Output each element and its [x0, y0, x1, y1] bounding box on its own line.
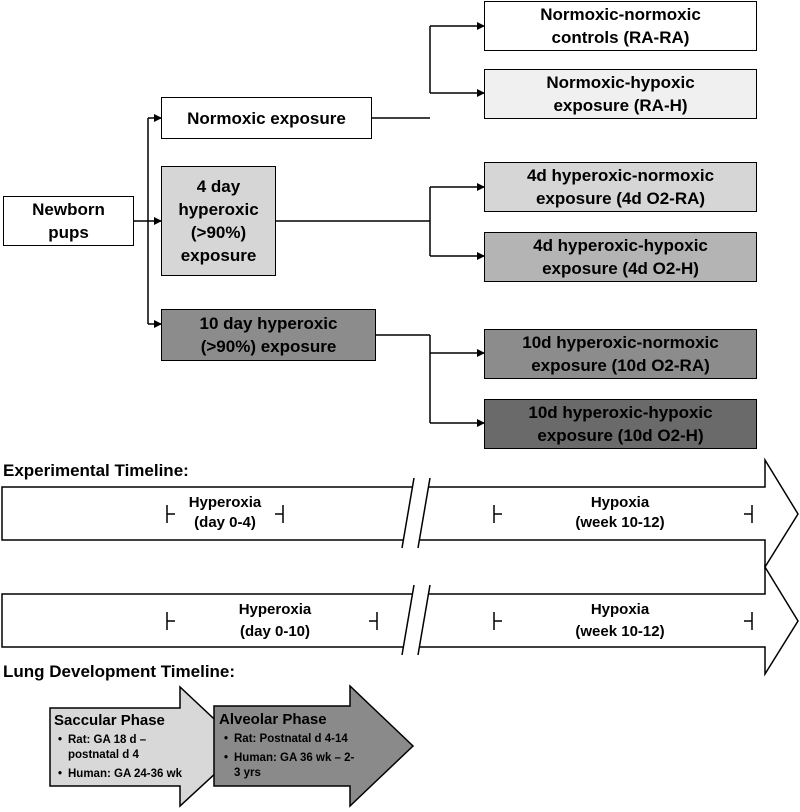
saccular-phase-title: Saccular Phase [54, 712, 165, 729]
o2-ra-4d-box: 4d hyperoxic-normoxic exposure (4d O2-RA… [484, 162, 757, 212]
o2-ra-10d-box: 10d hyperoxic-normoxic exposure (10d O2-… [484, 329, 757, 379]
timeline2-hyperoxia-label: Hyperoxia (day 0-10) [238, 601, 312, 640]
ra-ra-box: Normoxic-normoxic controls (RA-RA) [484, 1, 757, 51]
newborn-pups-box: Newborn pups [3, 196, 134, 246]
saccular-rat-item: Rat: GA 18 d – postnatal d 4 [58, 733, 218, 763]
normoxic-exposure-box: Normoxic exposure [161, 97, 372, 139]
o2-h-10d-box: 10d hyperoxic-hypoxic exposure (10d O2-H… [484, 399, 757, 449]
timeline1-hyperoxia-label: Hyperoxia (day 0-4) [188, 494, 262, 531]
timeline-arrow-1 [1, 457, 799, 570]
o2-h-10d-label: 10d hyperoxic-hypoxic exposure (10d O2-H… [528, 403, 713, 445]
hyperoxic-4d-label: 4 day hyperoxic (>90%) exposure [178, 177, 259, 265]
alveolar-phase-list: Rat: Postnatal d 4-14 Human: GA 36 wk – … [224, 732, 384, 785]
alveolar-human-item: Human: GA 36 wk – 2- 3 yrs [224, 751, 384, 781]
hyperoxic-4d-box: 4 day hyperoxic (>90%) exposure [161, 166, 276, 276]
timeline-arrow-2 [1, 564, 799, 677]
tree-connectors [134, 22, 485, 427]
newborn-pups-label: Newborn pups [32, 200, 105, 242]
o2-h-4d-label: 4d hyperoxic-hypoxic exposure (4d O2-H) [533, 236, 708, 278]
lung-development-title: Lung Development Timeline: [3, 662, 236, 681]
o2-h-4d-box: 4d hyperoxic-hypoxic exposure (4d O2-H) [484, 232, 757, 282]
timeline1-hypoxia-label: Hypoxia (week 10-12) [575, 494, 665, 531]
alveolar-rat-item: Rat: Postnatal d 4-14 [224, 732, 384, 747]
ra-ra-label: Normoxic-normoxic controls (RA-RA) [540, 5, 701, 47]
experimental-timeline-title: Experimental Timeline: [3, 461, 189, 480]
alveolar-phase-title: Alveolar Phase [219, 711, 327, 728]
o2-ra-4d-label: 4d hyperoxic-normoxic exposure (4d O2-RA… [526, 166, 715, 208]
normoxic-exposure-label: Normoxic exposure [187, 108, 346, 128]
saccular-human-item: Human: GA 24-36 wk [58, 767, 218, 782]
o2-ra-10d-label: 10d hyperoxic-normoxic exposure (10d O2-… [522, 333, 719, 375]
hyperoxic-10d-label: 10 day hyperoxic (>90%) exposure [199, 314, 338, 356]
timeline2-hypoxia-label: Hypoxia (week 10-12) [575, 601, 665, 640]
ra-h-label: Normoxic-hypoxic exposure (RA-H) [546, 73, 695, 115]
ra-h-box: Normoxic-hypoxic exposure (RA-H) [484, 69, 757, 119]
hyperoxic-10d-box: 10 day hyperoxic (>90%) exposure [161, 309, 376, 361]
saccular-phase-list: Rat: GA 18 d – postnatal d 4 Human: GA 2… [58, 733, 218, 786]
